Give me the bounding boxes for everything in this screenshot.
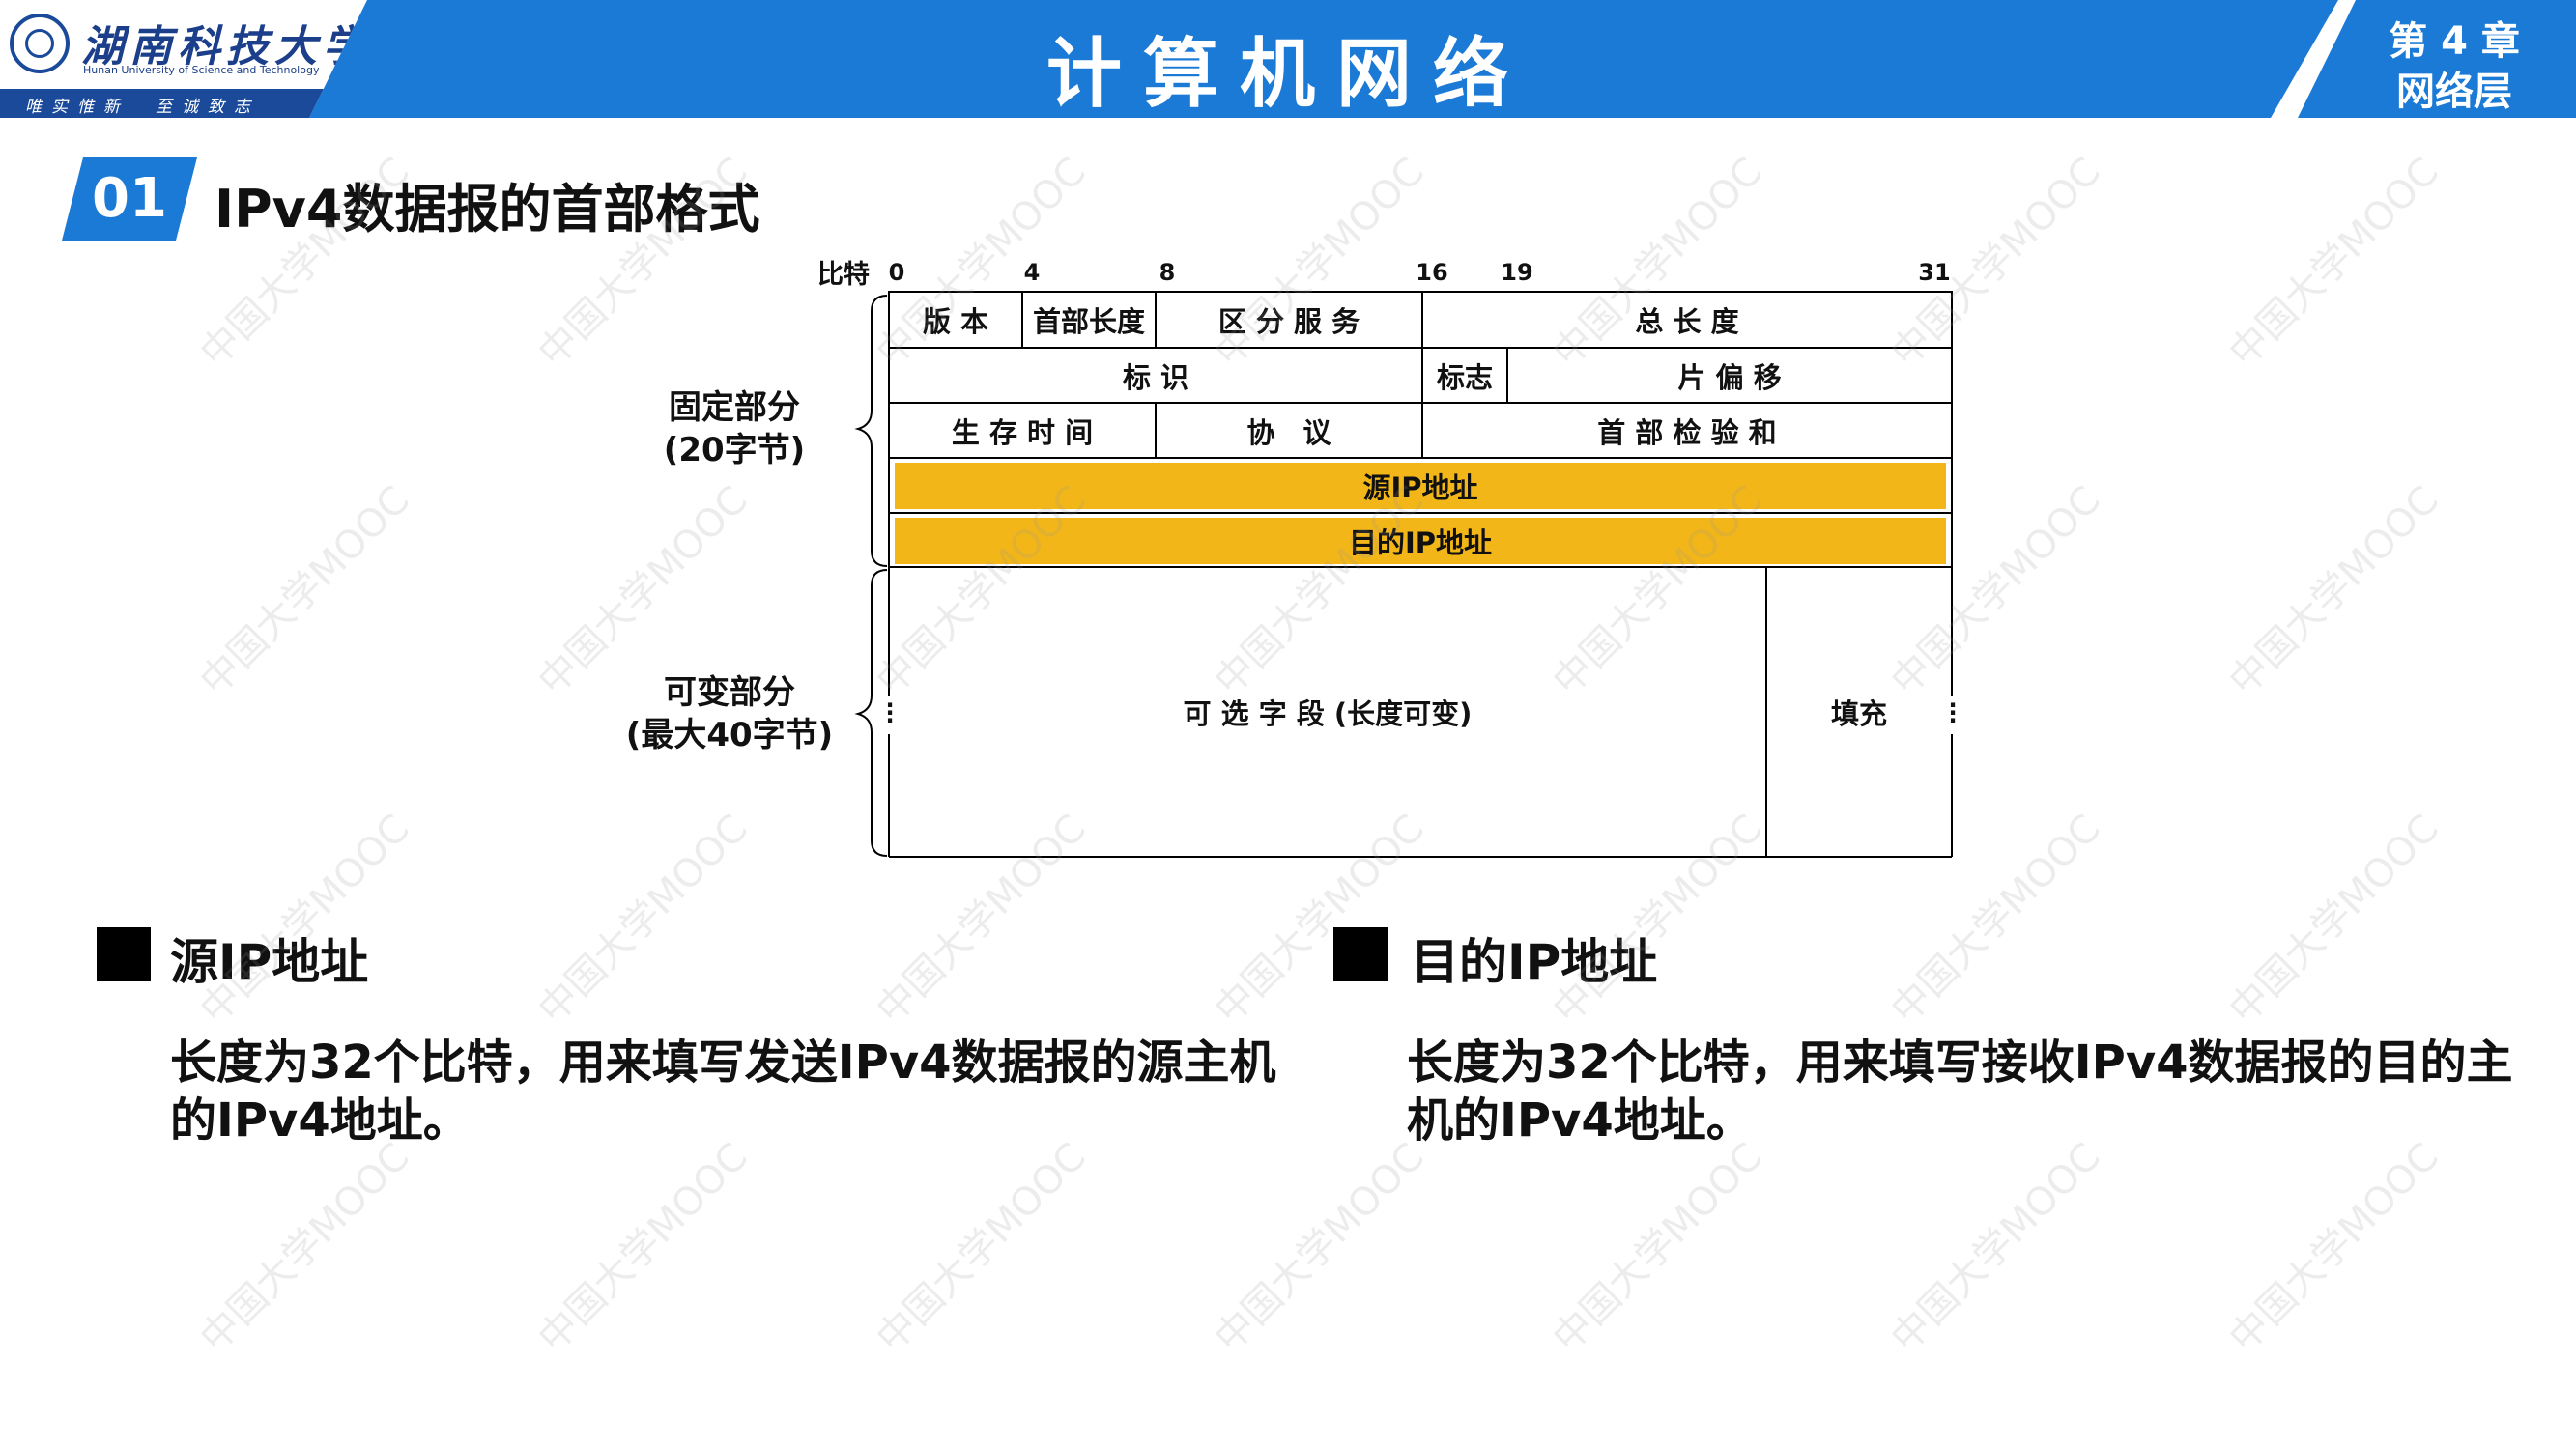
chapter-badge xyxy=(2271,0,2576,118)
bit-tick: 31 xyxy=(1918,259,1951,286)
field-options: 可 选 字 段 (长度可变) xyxy=(1183,697,1473,730)
section-title: IPv4数据报的首部格式 xyxy=(215,179,760,240)
university-emblem-icon xyxy=(10,14,70,73)
course-title: 计算机网络 xyxy=(1045,31,1530,118)
university-motto: 唯实惟新 至诚致志 xyxy=(25,98,260,117)
motto-stripe xyxy=(0,89,329,118)
variable-part-label: 可变部分 (最大40字节) xyxy=(625,673,834,754)
field-ttl: 生 存 时 间 xyxy=(951,415,1094,449)
ellipsis-right: ··· xyxy=(1948,692,1958,734)
field-protocol: 协 议 xyxy=(1246,415,1331,449)
chapter-number: 第 4 章 xyxy=(2389,19,2520,64)
bullet-title-destination-ip: 目的IP地址 xyxy=(1411,934,1658,990)
university-name: 湖南科技大学 xyxy=(81,22,371,71)
bullet-square-icon xyxy=(1333,927,1388,981)
bit-tick: 19 xyxy=(1501,259,1533,286)
bullet-desc-source-ip: 长度为32个比特，用来填写发送IPv4数据报的源主机的IPv4地址。 xyxy=(170,1036,1276,1148)
field-identification: 标 识 xyxy=(1122,360,1189,394)
field-version: 版 本 xyxy=(922,305,989,338)
field-header-checksum: 首 部 检 验 和 xyxy=(1597,415,1777,449)
university-logo: 湖南科技大学 Hunan University of Science and T… xyxy=(0,0,367,118)
bit-tick: 16 xyxy=(1416,259,1448,286)
field-fragment-offset: 片 偏 移 xyxy=(1677,360,1782,394)
section-number: 01 xyxy=(62,157,197,241)
university-name-en: Hunan University of Science and Technolo… xyxy=(83,64,320,76)
fixed-part-label: 固定部分 (20字节) xyxy=(663,388,806,469)
field-padding: 填充 xyxy=(1830,697,1887,730)
bullet-desc-destination-ip: 长度为32个比特，用来填写接收IPv4数据报的目的主机的IPv4地址。 xyxy=(1407,1036,2513,1148)
bit-tick: 4 xyxy=(1023,259,1041,286)
bit-tick: 0 xyxy=(888,259,905,286)
field-source-ip: 源IP地址 xyxy=(895,463,1946,509)
field-destination-ip: 目的IP地址 xyxy=(895,518,1946,564)
field-flags: 标志 xyxy=(1436,360,1493,394)
field-differentiated-services: 区 分 服 务 xyxy=(1217,305,1360,338)
top-banner xyxy=(0,0,2576,118)
bullet-title-source-ip: 源IP地址 xyxy=(170,934,369,990)
chapter-name: 网络层 xyxy=(2396,70,2512,114)
field-header-length: 首部长度 xyxy=(1032,305,1145,338)
ellipsis-left: ··· xyxy=(885,692,895,734)
bullet-square-icon xyxy=(97,927,151,981)
bit-tick: 8 xyxy=(1159,259,1176,286)
bits-label: 比特 xyxy=(817,260,870,290)
field-total-length: 总 长 度 xyxy=(1635,305,1739,338)
